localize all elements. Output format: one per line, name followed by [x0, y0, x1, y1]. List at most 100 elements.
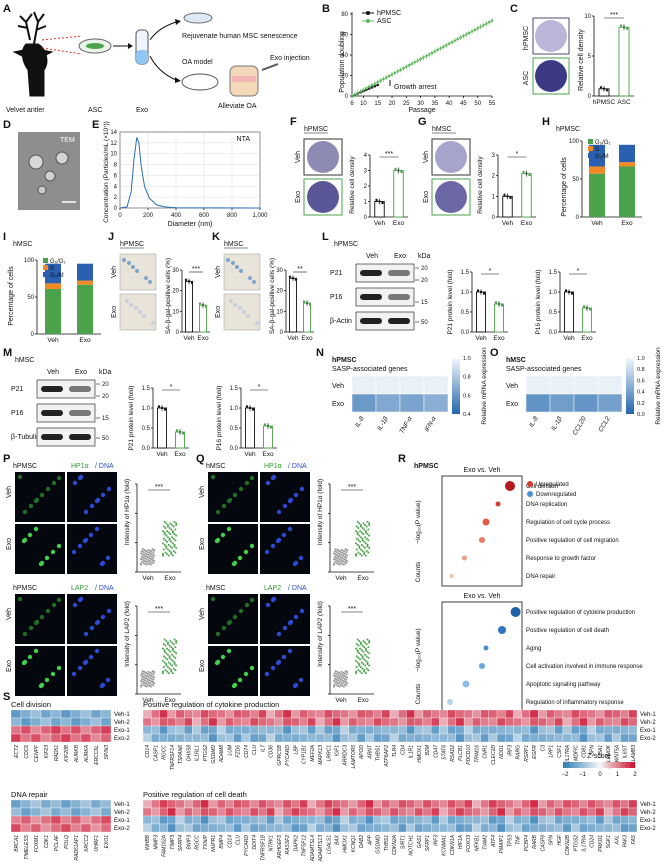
p-title: hPMSC	[13, 585, 37, 592]
p-nucleus	[99, 561, 105, 567]
s-hm3-cell	[70, 807, 82, 817]
s-hm2-cell	[258, 725, 267, 735]
s-hm4-cell	[315, 799, 325, 809]
rejuvenate-label: Rejuvenate human MSC senescence	[182, 33, 298, 40]
p-swarm-point	[140, 679, 142, 682]
s-hm4-cell	[414, 815, 424, 825]
p-swarm-point	[144, 677, 147, 680]
s-hm2-cell	[274, 733, 284, 743]
p-swarm-point	[168, 656, 171, 659]
m-p16-xlabel: Exo	[262, 451, 274, 458]
s-hm4-cell	[447, 815, 457, 825]
h-legend-label: G₀/G₁	[595, 140, 611, 146]
s-hm2-cell	[455, 725, 465, 735]
s-hm4-cell	[389, 799, 399, 809]
m-blot	[36, 403, 96, 423]
p-nucleus	[22, 631, 28, 637]
q-swarm-point	[356, 533, 359, 536]
q-swarm-point	[336, 681, 339, 684]
f-well-stain	[307, 181, 339, 213]
s-hm4-cell	[159, 815, 168, 825]
q-swarm-point	[343, 683, 346, 686]
s-hm2-cell	[538, 733, 547, 743]
p-swarm-point	[147, 548, 150, 551]
q-swarm-point	[334, 670, 337, 673]
m-p21-ytick-label: 0.0	[142, 446, 151, 452]
s-hm3-gene-label: TIMELESS	[24, 834, 30, 859]
m-kda: kDa	[99, 369, 112, 376]
p-nucleus	[77, 475, 83, 481]
o-heat-cell	[549, 375, 575, 395]
q-micrograph	[260, 646, 310, 696]
f-row-veh: Veh	[295, 151, 302, 163]
s-hm4-cell	[356, 799, 366, 809]
m-p16-dot	[269, 426, 273, 429]
q-swarm-point	[366, 533, 369, 536]
s-hm2-cell	[167, 733, 177, 743]
n-colorbar-tick: 0.8	[463, 375, 471, 381]
s-hm4-cell	[463, 807, 473, 817]
s-hm4-cell	[595, 815, 605, 825]
p-swarm-point	[174, 656, 177, 659]
s-hm2-gene-label: TRIM16	[474, 745, 480, 763]
s-hm1-cell	[40, 725, 52, 735]
s-hm2-cell	[299, 709, 308, 719]
s-hm4-cell	[200, 815, 210, 825]
s-hm4-cell	[332, 823, 341, 833]
s-zscore-swatch	[627, 762, 630, 768]
s-hm4-cell	[529, 799, 539, 809]
o-colorbar-tick: 0.6	[637, 378, 645, 384]
g-dot	[503, 193, 506, 197]
p-swarm-point	[169, 522, 172, 525]
r-down-title: Exo vs. Veh	[464, 593, 501, 600]
q-swarm-point	[355, 647, 357, 650]
p-nucleus	[38, 561, 44, 567]
p-nucleus	[82, 538, 88, 544]
f-sig: ***	[385, 151, 393, 158]
s-hm4-gene-label: PYCARD	[244, 835, 250, 856]
q-nucleus	[298, 555, 304, 561]
q-swarm-point	[358, 640, 361, 643]
h-title: hPMSC	[556, 126, 580, 133]
s-hm4-cell	[192, 823, 201, 833]
p-nucleus	[21, 538, 27, 544]
l-p21-dot	[494, 301, 498, 304]
j-cell-stain	[135, 269, 139, 273]
p-swarm-point	[171, 659, 174, 662]
s-hm4-gene-label: KCNQ1	[351, 835, 357, 852]
s-hm2-gene-label: LBP	[293, 744, 299, 754]
s-hm4-cell	[216, 807, 226, 817]
s-hm2-cell	[422, 717, 432, 727]
s-zscore-swatch	[582, 762, 585, 768]
s-hm2-cell	[151, 725, 160, 735]
s-hm2-cell	[340, 717, 349, 727]
s-hm4-gene-label: GAS1	[417, 835, 423, 849]
s-hm4-cell	[587, 815, 596, 825]
p-nucleus	[27, 532, 33, 538]
p-swarm-point	[174, 539, 177, 542]
p-swarm-point	[152, 556, 155, 559]
h-ylabel: Percentage of cells	[561, 157, 568, 217]
l-p16-bar	[582, 307, 592, 333]
e-xtick-label: 400	[171, 213, 182, 219]
s-hm4-gene-label: DAB2	[359, 835, 365, 848]
q-xlabel: Veh	[335, 697, 347, 704]
i-stack-segment	[45, 263, 61, 284]
s-hm4-sample-label: Veh-2	[640, 810, 656, 816]
s-hm4-cell	[241, 799, 251, 809]
b-ylabel: Population doubling	[339, 31, 346, 93]
s-hm4-cell	[389, 807, 399, 817]
s-hm2-cell	[365, 733, 374, 743]
s-hm4-cell	[315, 807, 325, 817]
s-hm2-gene-label: WNT5A	[614, 744, 620, 762]
s-hm3-sample-label: Exo-1	[114, 818, 130, 824]
s-hm4-cell	[587, 799, 596, 809]
s-hm2-gene-label: RGCC	[162, 745, 168, 760]
q-stain2-label: LAP2	[264, 585, 281, 592]
m-title: hMSC	[15, 357, 34, 364]
p-swarm-point	[149, 560, 152, 563]
s-hm2-cell	[505, 725, 514, 735]
s-hm2-cell	[529, 717, 539, 727]
b-xtick-label: 50	[474, 101, 481, 107]
